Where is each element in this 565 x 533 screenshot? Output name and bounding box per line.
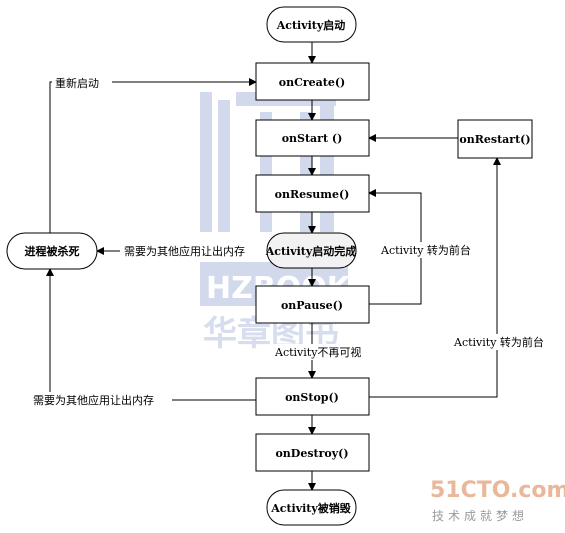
node-on-resume — [255, 174, 370, 213]
node-activity-start — [266, 6, 357, 43]
node-on-destroy — [255, 433, 370, 472]
node-on-start — [255, 119, 370, 157]
node-activity-running — [266, 232, 357, 269]
node-activity-destroyed-label: Activity被销毁 — [270, 501, 351, 515]
node-process-killed-label: 进程被杀死 — [25, 244, 80, 258]
node-labels: Activity启动 onCreate() onStart () onResta… — [25, 18, 531, 515]
edge-label-to-front-from-stop: Activity 转为前台 — [453, 335, 544, 349]
node-process-killed — [6, 232, 98, 270]
51cto-watermark: 51CTO.com 技术成就梦想 — [430, 478, 565, 523]
edge-stop-to-restart — [369, 157, 501, 398]
edge-labels: 重新启动 需要为其他应用让出内存 Activity 转为前台 Activity不… — [30, 75, 551, 408]
nodes — [6, 6, 533, 526]
node-on-destroy-label: onDestroy() — [275, 447, 348, 460]
node-on-restart-label: onRestart() — [459, 133, 530, 146]
edge-label-restart: 重新启动 — [55, 76, 99, 90]
edge-label-not-visible: Activity不再可视 — [274, 345, 361, 359]
node-on-stop-label: onStop() — [285, 391, 339, 404]
node-activity-destroyed — [266, 489, 357, 526]
edge-label-memory-from-stop: 需要为其他应用让出内存 — [33, 393, 154, 407]
edge-label-memory-from-pause: 需要为其他应用让出内存 — [124, 244, 245, 258]
node-on-start-label: onStart () — [282, 132, 343, 145]
node-on-pause-label: onPause() — [281, 299, 343, 312]
node-activity-running-label: Activity启动完成 — [265, 244, 357, 258]
watermark-corner-sub: 技术成就梦想 — [432, 508, 528, 523]
node-activity-start-label: Activity启动 — [276, 18, 346, 32]
watermark-corner-logo: 51CTO.com — [430, 478, 565, 503]
node-on-create-label: onCreate() — [279, 76, 346, 89]
node-on-stop — [255, 377, 370, 416]
edge-label-to-front-from-pause: Activity 转为前台 — [380, 243, 471, 257]
node-on-resume-label: onResume() — [275, 188, 350, 201]
node-on-create — [255, 62, 370, 101]
edge-killed-to-create — [49, 78, 257, 233]
node-on-pause — [255, 285, 370, 324]
node-on-restart — [457, 119, 533, 159]
